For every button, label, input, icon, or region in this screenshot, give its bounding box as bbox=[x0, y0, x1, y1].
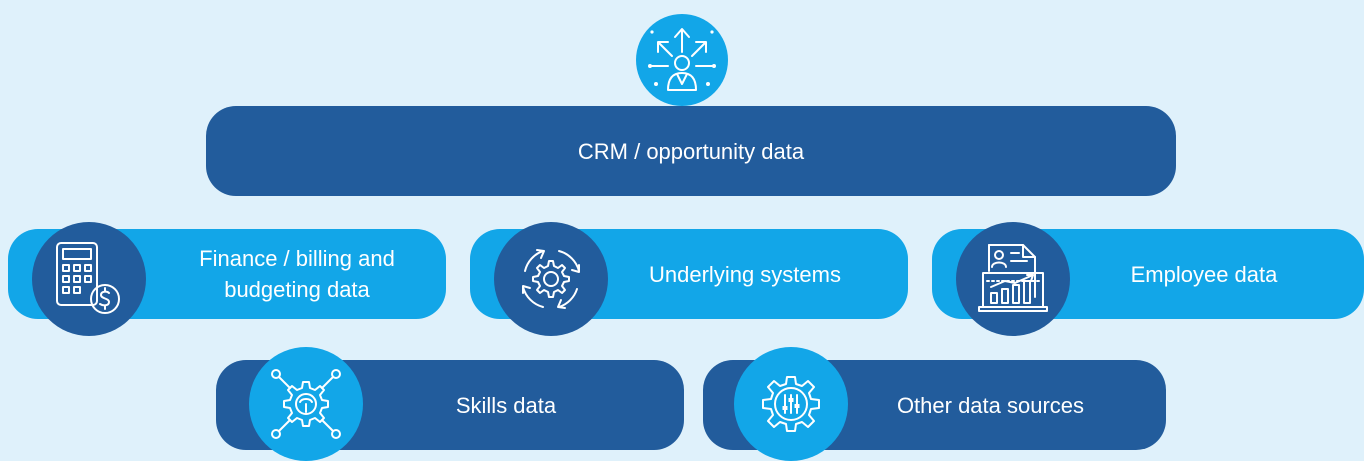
crm-opportunity-data-label: CRM / opportunity data bbox=[577, 138, 805, 164]
crm-opportunity-data-box: CRM / opportunity data bbox=[206, 106, 1176, 196]
person-with-arrows-icon bbox=[648, 28, 716, 91]
gear-cycle-icon bbox=[522, 249, 580, 309]
report-chart-icon bbox=[978, 244, 1048, 312]
skills-data-icon-circle bbox=[249, 347, 363, 461]
underlying-systems-label: Underlying systems bbox=[649, 261, 841, 287]
gear-network-icon bbox=[271, 369, 341, 439]
calculator-dollar-icon bbox=[56, 242, 120, 314]
employee-data-label: Employee data bbox=[1130, 261, 1278, 287]
skills-data-label: Skills data bbox=[455, 392, 557, 418]
employee-data-icon-circle bbox=[956, 222, 1070, 336]
top-icon-circle bbox=[636, 14, 728, 106]
gear-sliders-icon bbox=[762, 376, 820, 432]
finance-billing-label-line1: Finance / billing and bbox=[199, 246, 395, 271]
finance-billing-label-line2: budgeting data bbox=[224, 277, 370, 302]
finance-icon-circle bbox=[32, 222, 146, 336]
other-data-sources-label: Other data sources bbox=[896, 392, 1085, 418]
other-data-sources-icon-circle bbox=[734, 347, 848, 461]
underlying-systems-icon-circle bbox=[494, 222, 608, 336]
